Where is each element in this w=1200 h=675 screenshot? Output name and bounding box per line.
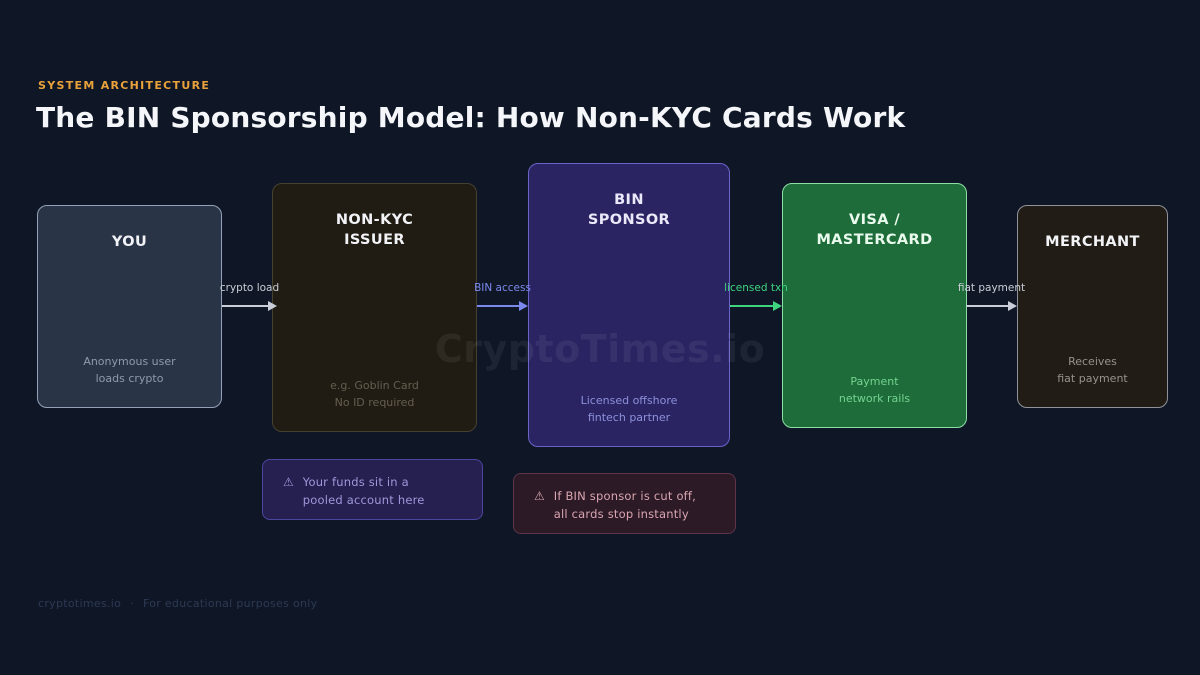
arrow-bin-access: BIN access — [474, 281, 531, 312]
node-subtitle-line: No ID required — [334, 395, 415, 409]
node-subtitle-line: network rails — [838, 391, 911, 405]
arrow-line — [477, 305, 521, 307]
node-visa-subtitle: Payment network rails — [783, 374, 966, 407]
node-issuer-title: NON-KYC ISSUER — [273, 210, 476, 250]
node-title-line: MASTERCARD — [816, 232, 933, 248]
callout-sponsor-cutoff-warning: ⚠ If BIN sponsor is cut off, all cards s… — [513, 473, 736, 534]
callout-text-line: pooled account here — [302, 493, 425, 507]
node-subtitle-line: e.g. Goblin Card — [330, 379, 419, 392]
arrow-licensed-txn: licensed txn — [724, 281, 788, 312]
arrow-line — [966, 305, 1010, 307]
arrow-label: crypto load — [219, 282, 280, 294]
callout-text: Your funds sit in a pooled account here — [303, 473, 425, 509]
page-title: The BIN Sponsorship Model: How Non-KYC C… — [36, 101, 906, 134]
node-bin-sponsor: BIN SPONSOR Licensed offshore fintech pa… — [528, 163, 730, 447]
node-subtitle-line: Anonymous user — [83, 355, 176, 368]
node-visa-mastercard: VISA / MASTERCARD Payment network rails — [782, 183, 967, 428]
node-subtitle-line: fintech partner — [587, 410, 671, 424]
arrow-label: BIN access — [474, 282, 531, 294]
node-non-kyc-issuer: NON-KYC ISSUER e.g. Goblin Card No ID re… — [272, 183, 477, 432]
node-visa-title: VISA / MASTERCARD — [783, 210, 966, 250]
node-title-line: ISSUER — [344, 232, 405, 248]
node-sponsor-subtitle: Licensed offshore fintech partner — [529, 393, 729, 426]
footer-note: For educational purposes only — [142, 597, 318, 610]
node-title-line: BIN — [614, 192, 644, 208]
node-merchant-subtitle: Receives fiat payment — [1018, 354, 1167, 387]
callout-text-line: If BIN sponsor is cut off, — [553, 489, 697, 503]
arrow-fiat-payment: fiat payment — [958, 281, 1025, 312]
arrow-label: licensed txn — [724, 282, 788, 294]
node-subtitle-line: Licensed offshore — [580, 394, 678, 407]
node-title-line: YOU — [111, 234, 148, 250]
arrow-line — [222, 305, 270, 307]
callout-text-line: all cards stop instantly — [553, 507, 689, 521]
node-you-subtitle: Anonymous user loads crypto — [38, 354, 221, 387]
node-issuer-subtitle: e.g. Goblin Card No ID required — [273, 378, 476, 411]
node-title-line: SPONSOR — [587, 212, 671, 228]
warning-icon: ⚠ — [534, 489, 545, 503]
footer-separator: · — [130, 597, 134, 610]
node-merchant: MERCHANT Receives fiat payment — [1017, 205, 1168, 408]
callout-pooled-funds-warning: ⚠ Your funds sit in a pooled account her… — [262, 459, 483, 520]
node-title-line: VISA / — [848, 212, 901, 228]
footer-brand: cryptotimes.io — [38, 597, 122, 610]
node-subtitle-line: loads crypto — [95, 371, 164, 385]
node-title-line: MERCHANT — [1045, 234, 1140, 250]
footer: cryptotimes.io · For educational purpose… — [38, 597, 317, 610]
node-you: YOU Anonymous user loads crypto — [37, 205, 222, 408]
callout-text: If BIN sponsor is cut off, all cards sto… — [554, 487, 696, 523]
eyebrow-label: SYSTEM ARCHITECTURE — [38, 79, 211, 92]
arrow-line — [730, 305, 775, 307]
node-subtitle-line: Receives — [1068, 355, 1117, 368]
node-you-title: YOU — [38, 232, 221, 252]
arrowhead-icon — [519, 301, 528, 311]
node-title-line: NON-KYC — [335, 212, 414, 228]
callout-text-line: Your funds sit in a — [302, 475, 409, 489]
arrow-crypto-load: crypto load — [219, 281, 280, 312]
warning-icon: ⚠ — [283, 475, 294, 489]
arrow-label: fiat payment — [957, 282, 1026, 294]
node-merchant-title: MERCHANT — [1018, 232, 1167, 252]
node-subtitle-line: fiat payment — [1057, 371, 1128, 385]
arrowhead-icon — [1008, 301, 1017, 311]
node-subtitle-line: Payment — [850, 375, 899, 388]
arrowhead-icon — [773, 301, 782, 311]
arrowhead-icon — [268, 301, 277, 311]
node-sponsor-title: BIN SPONSOR — [529, 190, 729, 230]
